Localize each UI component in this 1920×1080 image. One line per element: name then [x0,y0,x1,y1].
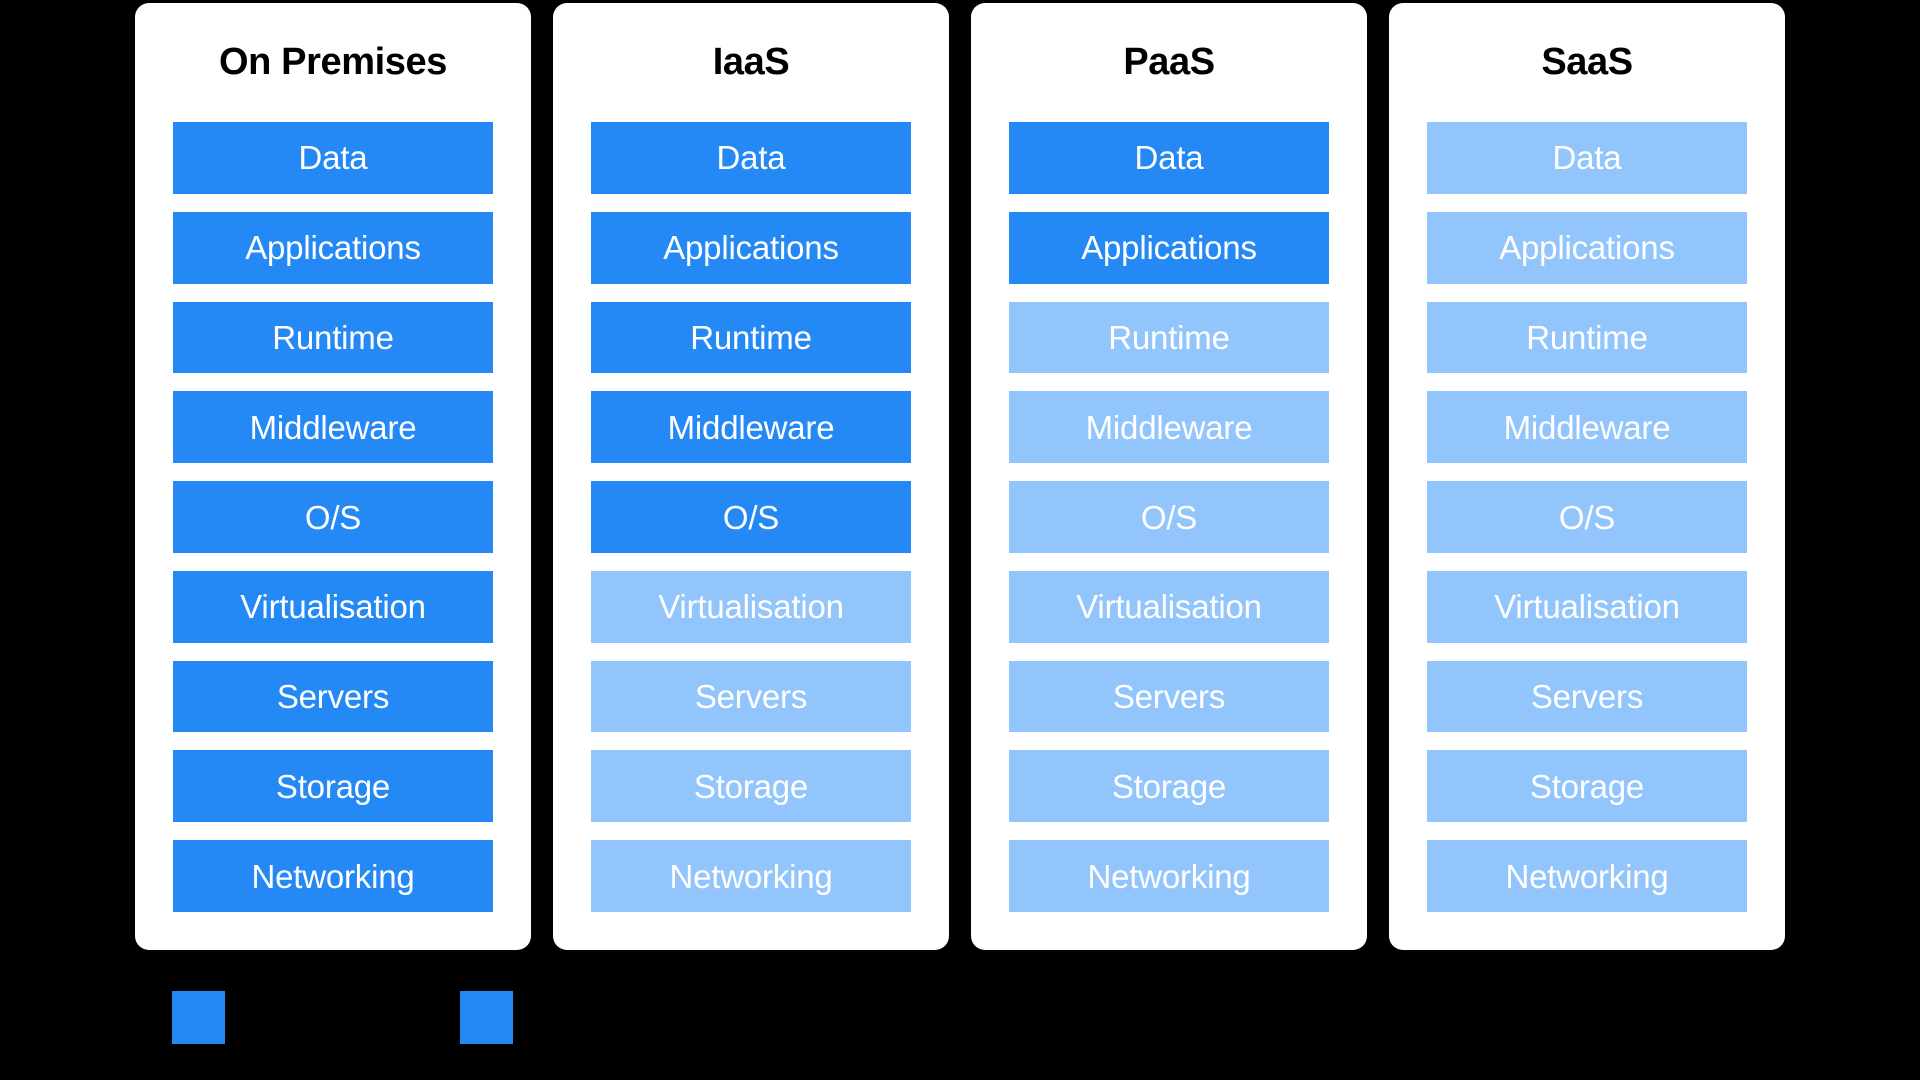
layer-bar[interactable]: Runtime [591,301,911,374]
layer-bar[interactable]: Applications [1427,211,1747,284]
layer-bar[interactable]: Middleware [1427,391,1747,464]
layer-bar[interactable]: Servers [591,660,911,733]
layer-bar[interactable]: Runtime [1427,301,1747,374]
legend-item [172,991,239,1044]
column-title: IaaS [712,41,790,83]
column-title: SaaS [1541,41,1633,83]
layer-bar[interactable]: O/S [1009,481,1329,553]
layer-bar[interactable]: Runtime [1009,301,1329,374]
legend-swatch [460,991,513,1044]
layer-bar[interactable]: Middleware [591,391,911,464]
layer-bar[interactable]: O/S [1427,481,1747,553]
layer-bar[interactable]: Networking [173,840,493,913]
layer-bar[interactable]: Data [1427,122,1747,194]
layer-bar[interactable]: Networking [1009,840,1329,913]
layer-bar[interactable]: Storage [173,750,493,823]
layer-bar[interactable]: O/S [173,481,493,553]
layer-bar[interactable]: Virtualisation [173,570,493,643]
layer-bar[interactable]: Virtualisation [591,570,911,643]
layer-bar[interactable]: Runtime [173,301,493,374]
layer-bar[interactable]: Data [1009,122,1329,194]
column-title: PaaS [1123,41,1215,83]
layer-bar[interactable]: Storage [1009,750,1329,823]
layer-bar[interactable]: Data [591,122,911,194]
layer-bar[interactable]: Virtualisation [1009,570,1329,643]
legend-swatch [172,991,225,1044]
layer-bar[interactable]: Applications [591,211,911,284]
layer-bar[interactable]: Networking [1427,840,1747,913]
column-title: On Premises [219,41,447,83]
layer-bar[interactable]: Data [173,122,493,194]
layer-bar[interactable]: Networking [591,840,911,913]
legend-item [460,991,527,1044]
layer-bar[interactable]: O/S [591,481,911,553]
layer-bar[interactable]: Middleware [1009,391,1329,464]
layer-bar[interactable]: Virtualisation [1427,570,1747,643]
layer-bar[interactable]: Storage [591,750,911,823]
layer-bar[interactable]: Applications [173,211,493,284]
legend [135,985,1785,1065]
layer-bar[interactable]: Servers [1427,660,1747,733]
layer-bar[interactable]: Storage [1427,750,1747,823]
layer-bar[interactable]: Servers [173,660,493,733]
layer-bar[interactable]: Applications [1009,211,1329,284]
layer-bar[interactable]: Middleware [173,391,493,464]
layer-bar[interactable]: Servers [1009,660,1329,733]
